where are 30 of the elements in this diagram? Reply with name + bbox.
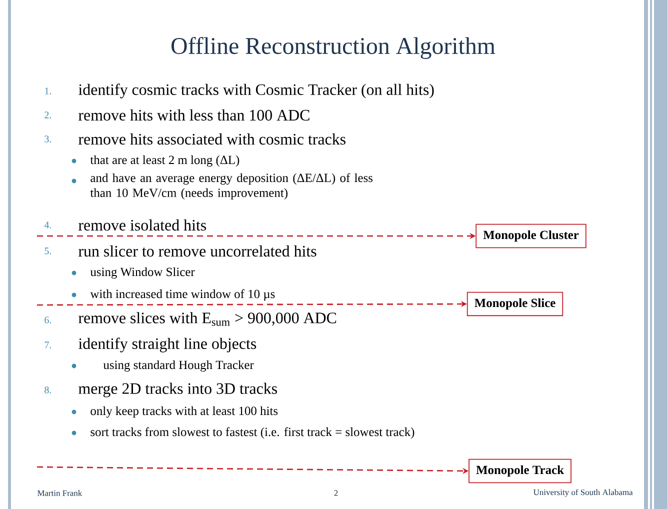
num-marker: 1. [45,88,52,94]
result-box: Monopole Track [468,458,572,484]
footer-text: Martin Frank [37,490,82,496]
num-marker: 2. [44,112,52,118]
num-marker: 7. [44,342,52,348]
bullet-item: and have an average energy deposition (ΔE/ΔL) of less than 10 MeV/cm (needs improvement) [90,173,373,200]
list-item: remove isolated hits [78,219,206,231]
bullet-item: using Window Slicer [90,267,195,279]
num-marker: 5. [44,248,52,254]
num-marker: 4. [44,222,52,228]
list-item: run slicer to remove uncorrelated hits [78,245,316,257]
list-item: identify straight line objects [78,338,256,352]
footer-text: University of South Alabama [534,489,633,497]
list-item: merge 2D tracks into 3D tracks [78,382,277,398]
result-box: Monopole Slice [466,292,564,316]
bullet-item: with increased time window of 10 µs [90,289,275,301]
bullet-item: only keep tracks with at least 100 hits [90,406,278,418]
page-number: 2 [334,490,338,496]
list-item: identify cosmic tracks with Cosmic Tracker (on all hits) [78,84,434,98]
slide-title: Offline Reconstruction Algorithm [172,37,496,59]
list-item: remove hits with less than 100 ADC [78,109,310,121]
result-box: Monopole Cluster [476,224,586,248]
bullet-item: using standard Hough Tracker [103,360,254,372]
list-item: remove hits associated with cosmic tracks [78,133,346,145]
num-marker: 3. [44,136,52,142]
bullet-item: sort tracks from slowest to fastest (i.e. first track = slowest track) [90,427,414,439]
num-marker: 8. [44,386,52,394]
bullet-item: that are at least 2 m long (ΔL) [90,155,240,167]
num-marker: 6. [44,316,52,324]
list-item: remove slices with E$_{sum}$ > 900,000 ADC [78,312,336,326]
